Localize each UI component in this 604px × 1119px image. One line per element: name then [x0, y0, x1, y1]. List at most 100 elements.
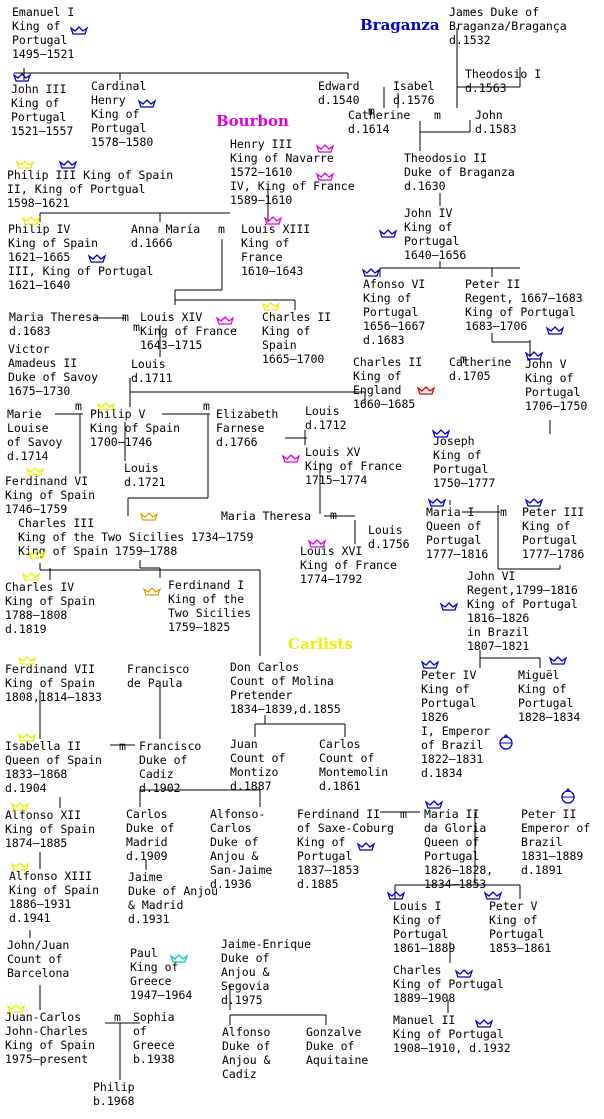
person-text-line: Amadeus II — [8, 356, 78, 370]
person-text-line: d.1711 — [131, 371, 173, 385]
person-text-line: 1837–1853 — [297, 863, 360, 877]
person-text-line: d.1975 — [221, 993, 263, 1007]
person-text-line: Queen of — [424, 835, 480, 849]
person-text-line: 1683–1706 — [465, 319, 528, 333]
person-text-line: Paul — [130, 946, 158, 960]
person-text-line: San-Jaime — [210, 863, 273, 877]
crown-icon — [386, 887, 406, 900]
person-text-line: 1777–1786 — [522, 547, 585, 561]
person-text-line: Pretender — [230, 688, 293, 702]
person-text-line: d.1766 — [216, 435, 258, 449]
person-text-line: Portugal — [12, 33, 68, 47]
person-text-line: King of the Two Sicilies 1734–1759 — [18, 530, 254, 544]
person-text-line: John IV — [404, 206, 453, 220]
person-text-line: Louis — [305, 404, 340, 418]
person-text-line: Portugal — [404, 234, 460, 248]
person-text-line: John V — [525, 357, 567, 371]
person-text-line: Montizo — [230, 765, 279, 779]
person-text-line: Portugal — [363, 305, 419, 319]
person-text-line: d.1712 — [305, 418, 347, 432]
person-text-line: King of — [522, 519, 571, 533]
person-text-line: d.1721 — [124, 475, 166, 489]
person-maria-theresa-spain: Maria Theresa — [221, 509, 311, 523]
person-text-line: 1886–1931 — [9, 897, 72, 911]
crown-icon — [21, 568, 41, 581]
person-text-line: d.1683 — [9, 324, 51, 338]
crown-icon — [17, 652, 37, 665]
person-text-line: France — [241, 250, 283, 264]
crown-icon — [281, 450, 301, 463]
person-text-line: Miguël — [518, 668, 560, 682]
person-text-line: Sophia — [133, 1010, 175, 1024]
person-text-line: Portugal — [91, 121, 147, 135]
crown-icon — [69, 22, 89, 35]
person-text-line: 1495–1521 — [12, 47, 75, 61]
person-text-line: King of Spain — [5, 676, 96, 690]
person-text-line: d.1614 — [348, 122, 390, 136]
person-text-line: Jaime-Enrique — [221, 937, 312, 951]
person-text-line: 1660–1685 — [353, 397, 416, 411]
person-text-line: Ferdinand VII — [5, 662, 96, 676]
person-text-line: King of — [12, 19, 61, 33]
person-text-line: Portugal — [11, 110, 67, 124]
person-text-line: King of — [393, 913, 442, 927]
person-text-line: Isabel — [393, 79, 435, 93]
person-text-line: 1715–1774 — [305, 473, 368, 487]
person-text-line: Spain — [262, 338, 297, 352]
person-text-line: 1774–1792 — [300, 572, 363, 586]
person-text-line: 1828–1834 — [518, 710, 581, 724]
person-text-line: Don Carlos — [230, 660, 300, 674]
person-text-line: d.1583 — [475, 122, 517, 136]
person-text-line: John-Charles — [5, 1024, 89, 1038]
person-text-line: 1834–1853 — [424, 877, 487, 891]
person-text-line: Theodosio I — [465, 67, 542, 81]
person-text-line: 1807–1821 — [467, 639, 530, 653]
person-text-line: Louis — [368, 523, 403, 537]
person-text-line: Louis XIII — [241, 222, 311, 236]
person-text-line: Count of — [230, 751, 286, 765]
person-text-line: in Brazil — [467, 625, 530, 639]
person-text-line: d.1891 — [521, 863, 563, 877]
crown-icon — [356, 838, 376, 851]
person-text-line: Charles III — [18, 516, 95, 530]
crown-icon — [58, 156, 78, 169]
person-text-line: Portugal — [433, 462, 489, 476]
crown-icon — [139, 508, 159, 521]
person-text-line: King of — [421, 682, 470, 696]
person-text-line: Regent,1799–1816 — [467, 583, 578, 597]
person-text-line: 1826–1828, — [424, 863, 494, 877]
person-text-line: John VI — [467, 569, 516, 583]
person-text-line: Catherine — [449, 355, 512, 369]
person-text-line: of Brazil — [421, 738, 484, 752]
person-text-line: King of Spain 1759–1788 — [18, 544, 178, 558]
crown-icon — [17, 729, 37, 742]
person-text-line: Duke of — [221, 951, 270, 965]
crown-icon — [474, 1015, 494, 1028]
person-text-line: King of — [489, 913, 538, 927]
person-text-line: Duke of — [210, 835, 259, 849]
person-text-line: d.1941 — [9, 911, 51, 925]
person-text-line: Gonzalve — [306, 1025, 362, 1039]
